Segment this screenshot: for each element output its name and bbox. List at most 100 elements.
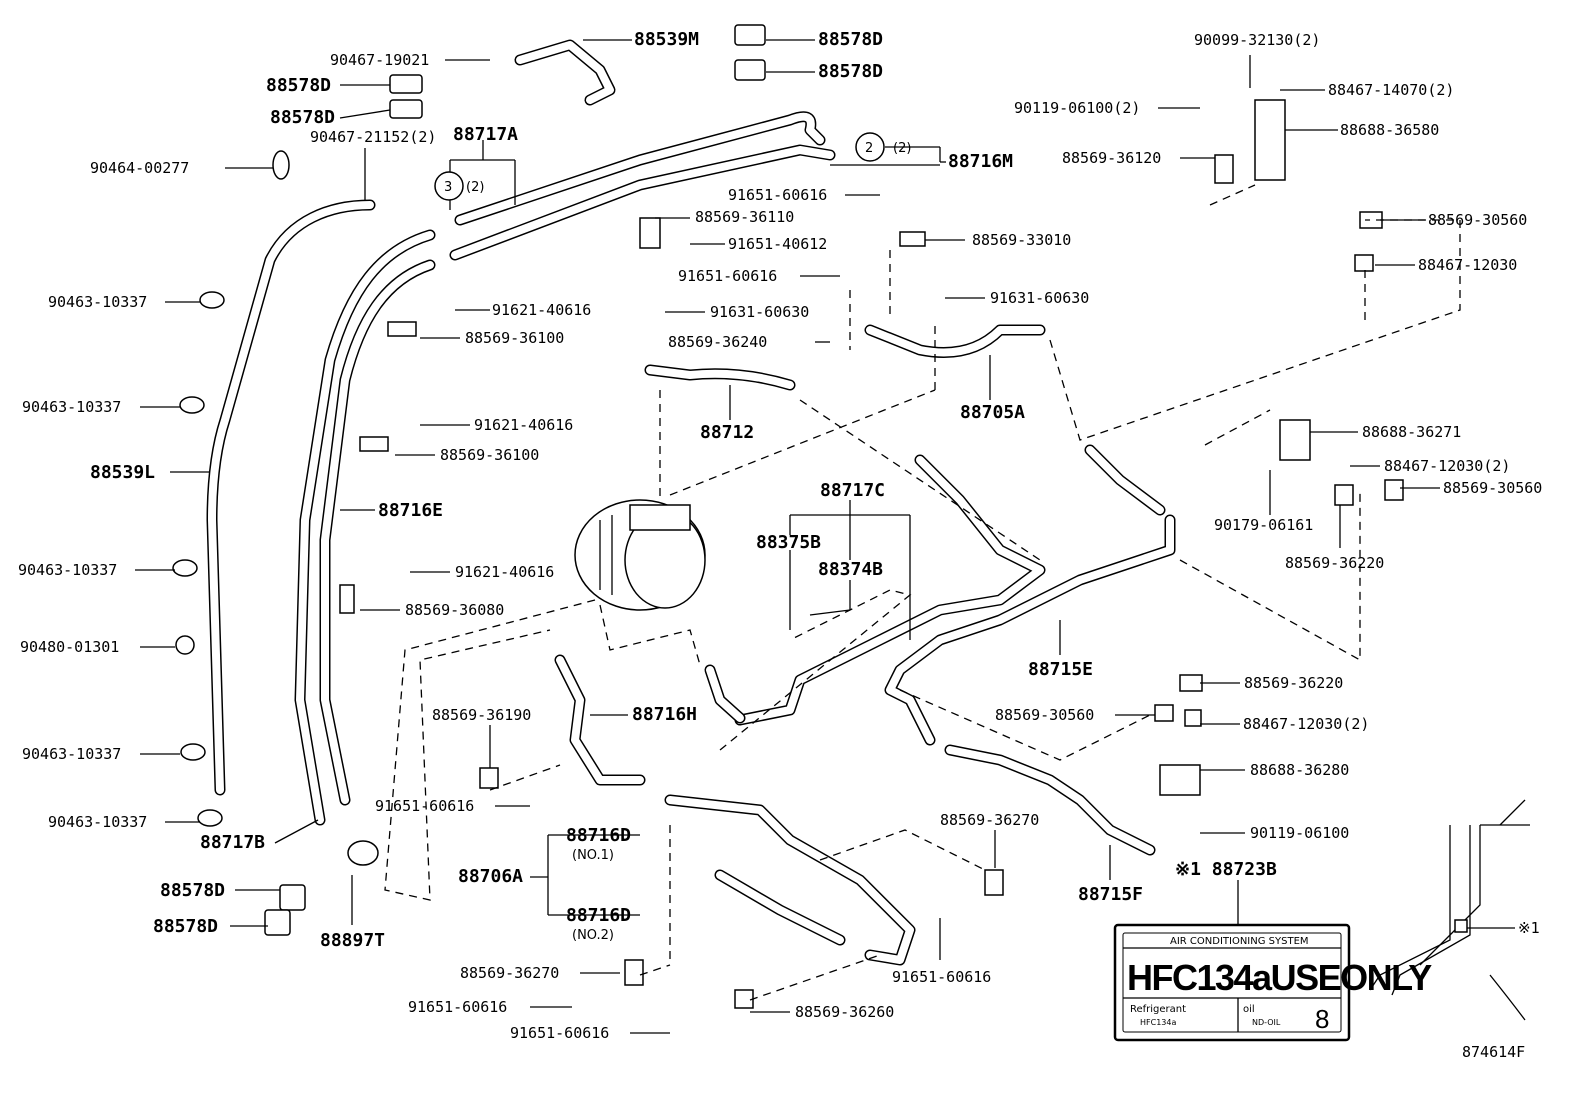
label-88705A: 88705A (960, 402, 1025, 423)
label-88716D-no2-note: (NO.2) (572, 928, 614, 943)
label-88467-12030-b: 88467-12030(2) (1384, 457, 1510, 475)
label-88539M: 88539M (634, 29, 699, 50)
clamps (264, 24, 1404, 1009)
label-88569-30560-a: 88569-30560 (1428, 211, 1527, 229)
hose-88539L (206, 199, 376, 796)
pipe-88716D-no2 (714, 869, 846, 946)
label-91621-40616-b: 91621-40616 (474, 416, 573, 434)
label-88716D-no1-note: (NO.1) (572, 848, 614, 863)
vehicle-location-inset (1369, 799, 1530, 1021)
label-90480-01301: 90480-01301 (20, 638, 119, 656)
label-88569-36240: 88569-36240 (668, 333, 767, 351)
label-88578D-4: 88578D (270, 107, 335, 128)
label-90463-10337-1: 90463-10337 (48, 293, 147, 311)
label-90463-10337-4: 90463-10337 (22, 745, 121, 763)
label-88569-36220-a: 88569-36220 (1285, 554, 1384, 572)
label-90463-10337-2: 90463-10337 (22, 398, 121, 416)
label-88467-12030-c: 88467-12030(2) (1243, 715, 1369, 733)
label-88578D-2: 88578D (818, 61, 883, 82)
label-88569-30560-c: 88569-30560 (1443, 479, 1542, 497)
label-88467-12030-a: 88467-12030 (1418, 256, 1517, 274)
label-91651-60616-c: 91651-60616 (375, 797, 474, 815)
label-90099-32130: 90099-32130(2) (1194, 31, 1320, 49)
label-90119-06100-b: 90119-06100 (1250, 824, 1349, 842)
label-88569-36100-a: 88569-36100 (465, 329, 564, 347)
label-88717A: 88717A (453, 124, 518, 145)
label-90467-21152: 90467-21152(2) (310, 128, 436, 146)
label-88569-36110: 88569-36110 (695, 208, 794, 226)
plate-main: HFC134aUSEONLY (1127, 957, 1432, 998)
label-88706A: 88706A (458, 866, 523, 887)
label-91631-60630-a: 91631-60630 (710, 303, 809, 321)
circle-3-qty: (2) (466, 180, 484, 195)
label-88539L: 88539L (90, 462, 155, 483)
circle-2-text: 2 (865, 141, 873, 156)
circle-3-text: 3 (444, 180, 452, 195)
label-88717C: 88717C (820, 480, 885, 501)
pipe-88717A (449, 111, 836, 261)
label-88717B: 88717B (200, 832, 265, 853)
hose-88539M (514, 39, 616, 106)
label-88569-36100-b: 88569-36100 (440, 446, 539, 464)
label-91651-40612: 91651-40612 (728, 235, 827, 253)
label-88569-36080: 88569-36080 (405, 601, 504, 619)
hose-88712 (644, 364, 796, 391)
dashed-guides (384, 184, 1461, 1001)
leader-lines (135, 39, 1515, 1034)
label-88578D-1: 88578D (818, 29, 883, 50)
plate-oil-label: oil (1243, 1004, 1255, 1015)
label-90179-06161: 90179-06161 (1214, 516, 1313, 534)
label-91651-60616-d: 91651-60616 (892, 968, 991, 986)
label-88569-33010: 88569-33010 (972, 231, 1071, 249)
callout-labels: 88539M 90467-19021 88578D 88578D 88578D … (18, 29, 1542, 1061)
label-91651-60616-e: 91651-60616 (408, 998, 507, 1016)
label-90467-19021: 90467-19021 (330, 51, 429, 69)
label-88688-36580: 88688-36580 (1340, 121, 1439, 139)
label-88712: 88712 (700, 422, 754, 443)
label-88569-30560-b: 88569-30560 (995, 706, 1094, 724)
compressor (574, 499, 706, 611)
label-88688-36271: 88688-36271 (1362, 423, 1461, 441)
pipe-88716D-no1 (664, 794, 916, 966)
label-88569-36260: 88569-36260 (795, 1003, 894, 1021)
ac-label-plate (1113, 923, 1351, 1042)
pipe-88716E (294, 229, 436, 826)
label-88716D-no2: 88716D (566, 905, 631, 926)
circle-marker-2 (855, 132, 885, 162)
label-88715F: 88715F (1078, 884, 1143, 905)
pipe-88715F (944, 744, 1156, 856)
label-90463-10337-5: 90463-10337 (48, 813, 147, 831)
label-91651-60616-b: 91651-60616 (678, 267, 777, 285)
label-90119-06100-a: 90119-06100(2) (1014, 99, 1140, 117)
pipe-88715E (734, 444, 1176, 746)
label-88716D-no1: 88716D (566, 825, 631, 846)
diagram-id: 874614F (1462, 1043, 1525, 1061)
label-91621-40616-c: 91621-40616 (455, 563, 554, 581)
label-88569-36190: 88569-36190 (432, 706, 531, 724)
label-88467-14070: 88467-14070(2) (1328, 81, 1454, 99)
label-90463-10337-3: 90463-10337 (18, 561, 117, 579)
label-88716E: 88716E (378, 500, 443, 521)
label-91651-60616-f: 91651-60616 (510, 1024, 609, 1042)
label-88569-36270-b: 88569-36270 (940, 811, 1039, 829)
label-88578D-3: 88578D (266, 75, 331, 96)
label-88578D-6: 88578D (153, 916, 218, 937)
hose-88705A (864, 324, 1046, 358)
label-88723B: ※1 88723B (1175, 859, 1277, 880)
plate-refrigerant-value: HFC134a (1140, 1018, 1176, 1027)
plate-heading: AIR CONDITIONING SYSTEM (1170, 936, 1309, 947)
label-88688-36280: 88688-36280 (1250, 761, 1349, 779)
label-88569-36220-b: 88569-36220 (1244, 674, 1343, 692)
circle-marker-3 (434, 171, 464, 201)
label-88569-36120: 88569-36120 (1062, 149, 1161, 167)
label-88715E: 88715E (1028, 659, 1093, 680)
plate-oil-value: ND-OIL (1252, 1018, 1281, 1027)
label-88716M: 88716M (948, 151, 1013, 172)
label-88374B: 88374B (818, 559, 883, 580)
circle-2-qty: (2) (893, 141, 911, 156)
label-note-mark: ※1 (1518, 919, 1540, 937)
label-91621-40616-a: 91621-40616 (492, 301, 591, 319)
grommets (172, 150, 379, 866)
